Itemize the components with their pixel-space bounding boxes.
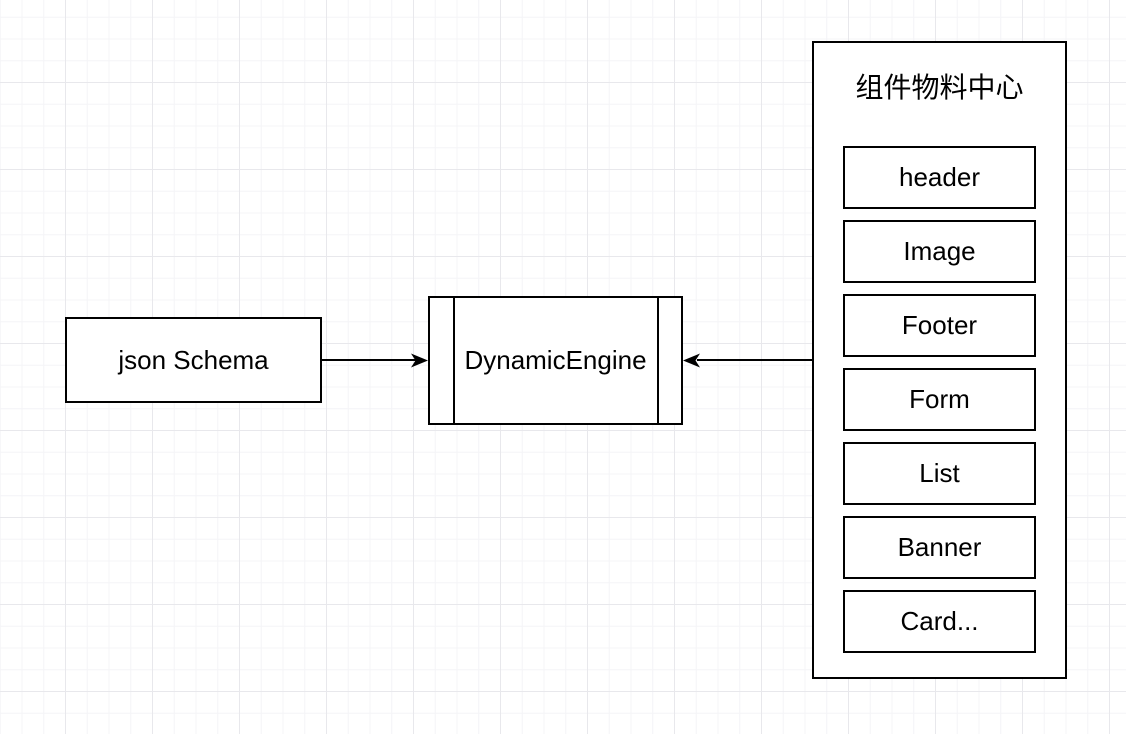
edge-line <box>697 358 812 362</box>
arrowhead-right-icon <box>411 353 428 367</box>
node-material-center[interactable]: 组件物料中心 header Image Footer Form List Ban… <box>812 41 1067 679</box>
edge-schema-to-engine[interactable] <box>322 352 428 368</box>
edge-line <box>322 358 417 362</box>
component-box-card[interactable]: Card... <box>843 590 1036 653</box>
component-box-form[interactable]: Form <box>843 368 1036 431</box>
edge-material-to-engine[interactable] <box>683 352 812 368</box>
process-side-bar-left <box>452 298 455 423</box>
node-dynamic-engine-label: DynamicEngine <box>464 345 647 375</box>
arrowhead-left-icon <box>683 353 700 367</box>
process-side-bar-right <box>656 298 659 423</box>
component-box-banner[interactable]: Banner <box>843 516 1036 579</box>
component-box-footer[interactable]: Footer <box>843 294 1036 357</box>
node-json-schema[interactable]: json Schema <box>65 317 322 403</box>
component-box-image[interactable]: Image <box>843 220 1036 283</box>
node-json-schema-label: json Schema <box>118 344 269 375</box>
node-dynamic-engine[interactable]: DynamicEngine <box>428 296 683 425</box>
component-box-header[interactable]: header <box>843 146 1036 209</box>
material-center-title: 组件物料中心 <box>855 71 1024 103</box>
component-box-list[interactable]: List <box>843 442 1036 505</box>
material-center-component-list: header Image Footer Form List Banner Car… <box>814 146 1065 653</box>
